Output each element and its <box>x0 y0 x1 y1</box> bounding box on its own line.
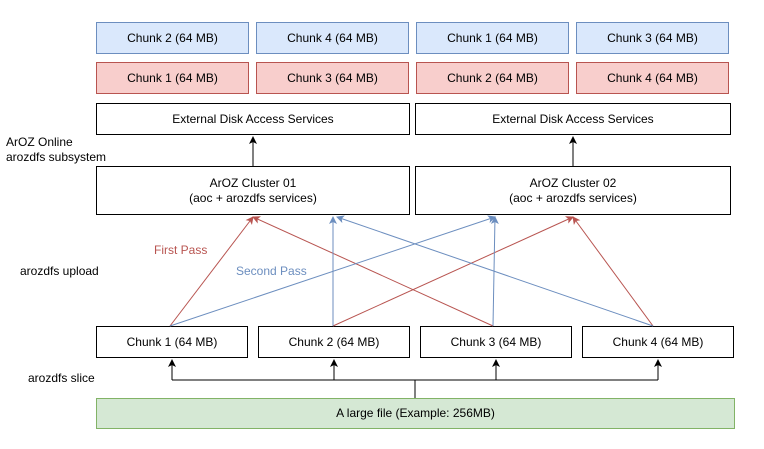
storage-chunk-red-2: Chunk 3 (64 MB) <box>256 62 409 94</box>
storage-chunk-blue-4: Chunk 3 (64 MB) <box>576 22 729 54</box>
first-pass-chunk2-to-cluster02 <box>332 216 574 327</box>
subsystem-label-line1: ArOZ Online <box>6 135 73 149</box>
chunk-1: Chunk 1 (64 MB) <box>96 326 248 358</box>
external-disk-service-2: External Disk Access Services <box>415 103 731 135</box>
storage-chunk-blue-3: Chunk 1 (64 MB) <box>416 22 569 54</box>
chunk-4: Chunk 4 (64 MB) <box>582 326 734 358</box>
slice-label: arozdfs slice <box>28 371 95 385</box>
chunk-2: Chunk 2 (64 MB) <box>258 326 410 358</box>
cluster-01-title: ArOZ Cluster 01 <box>209 175 297 190</box>
second-pass-label: Second Pass <box>236 264 307 278</box>
storage-chunk-blue-1: Chunk 2 (64 MB) <box>96 22 249 54</box>
cluster-01: ArOZ Cluster 01 (aoc + arozdfs services) <box>96 166 410 215</box>
cluster-02: ArOZ Cluster 02 (aoc + arozdfs services) <box>415 166 731 215</box>
chunk-3: Chunk 3 (64 MB) <box>420 326 572 358</box>
first-pass-label: First Pass <box>154 243 208 257</box>
first-pass-chunk1-to-cluster01 <box>169 216 254 327</box>
second-pass-chunk4-to-cluster01 <box>336 215 654 327</box>
large-file: A large file (Example: 256MB) <box>96 398 735 429</box>
first-pass-chunk3-to-cluster01 <box>252 216 494 327</box>
first-pass-chunk4-to-cluster02 <box>572 216 654 327</box>
storage-chunk-red-1: Chunk 1 (64 MB) <box>96 62 249 94</box>
external-disk-service-1: External Disk Access Services <box>96 103 410 135</box>
storage-chunk-red-4: Chunk 4 (64 MB) <box>576 62 729 94</box>
storage-chunk-red-3: Chunk 2 (64 MB) <box>416 62 569 94</box>
storage-chunk-blue-2: Chunk 4 (64 MB) <box>256 22 409 54</box>
cluster-01-subtitle: (aoc + arozdfs services) <box>189 190 317 205</box>
cluster-02-subtitle: (aoc + arozdfs services) <box>509 190 637 205</box>
cluster-02-title: ArOZ Cluster 02 <box>529 175 617 190</box>
upload-label: arozdfs upload <box>20 264 99 278</box>
subsystem-label-line2: arozdfs subsystem <box>6 150 107 164</box>
